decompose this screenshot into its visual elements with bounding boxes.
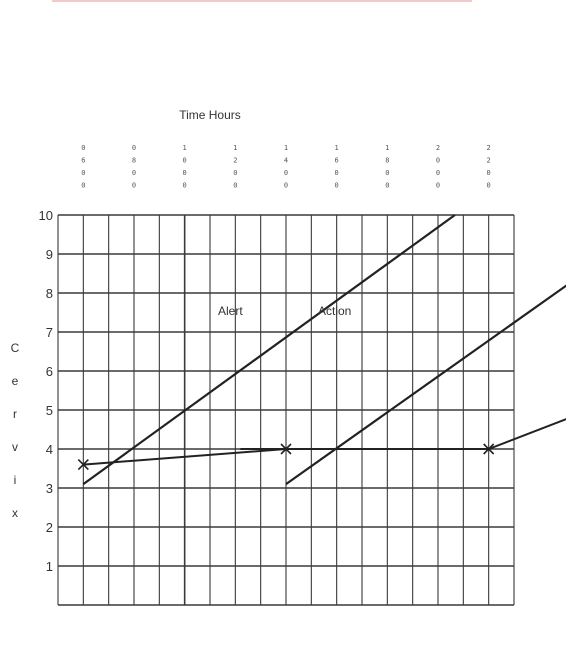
data-point-x-marker xyxy=(483,443,495,455)
y-tick-label: 1 xyxy=(46,559,53,574)
series-action-line xyxy=(285,284,566,485)
series-alert-line xyxy=(82,214,456,485)
annotation-action: Action xyxy=(318,304,351,318)
y-tick-label: 10 xyxy=(39,208,53,223)
y-tick-label: 4 xyxy=(46,442,53,457)
y-tick-label: 8 xyxy=(46,286,53,301)
grid xyxy=(57,214,515,606)
header-strip xyxy=(52,0,472,2)
series-progress-line xyxy=(83,418,566,466)
y-tick-label: 5 xyxy=(46,403,53,418)
y-tick-label: 3 xyxy=(46,481,53,496)
annotation-alert: Alert xyxy=(218,304,243,318)
series-lines: Alert Action xyxy=(77,214,566,485)
y-tick-label: 6 xyxy=(46,364,53,379)
x-axis-label: Time Hours xyxy=(179,108,241,122)
data-point-x-marker xyxy=(77,459,89,471)
y-tick-label: 9 xyxy=(46,247,53,262)
y-tick-labels: 1 2 3 4 5 6 7 8 9 10 xyxy=(39,208,53,574)
y-tick-label: 2 xyxy=(46,520,53,535)
y-tick-label: 7 xyxy=(46,325,53,340)
